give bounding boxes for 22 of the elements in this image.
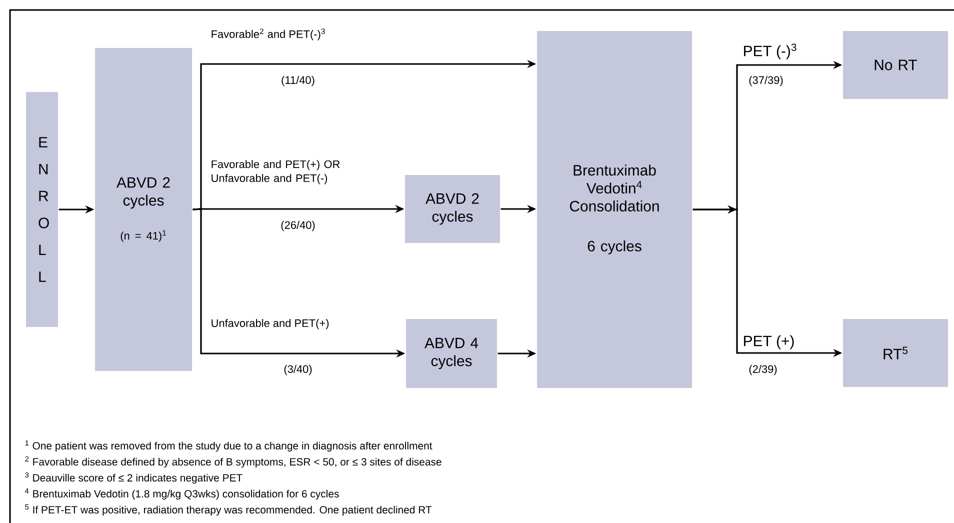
process-box: No RT [843, 31, 948, 99]
edge-label: PET (-)$^{3}$ [744, 44, 796, 60]
enroll-box: E N R O L L [26, 92, 58, 327]
footnote: $^{1}$ One patient was removed from the study due to a change in diagnosis after enrollment [25, 440, 432, 452]
count-label: (11/40) [282, 76, 314, 86]
count-label: (37/39) [749, 76, 783, 86]
footnote: $^{5}$ If PET-ET was positive, radiation therapy was recommended. One patient declined RT [25, 504, 432, 516]
footnote: $^{2}$ Favorable disease defined by absence of B symptoms, ESR < 50, or ≤ 3 sites of disease [25, 456, 442, 468]
footnote: $^{3}$ Deauville score of ≤ 2 indicates negative PET [25, 472, 242, 484]
count-label: (2/39) [749, 364, 777, 376]
edge-label: PET (+) [744, 335, 794, 350]
footnote: $^{4}$ Brentuximab Vedotin (1.8 mg/kg Q3wks) consolidation for 6 cycles [24, 488, 339, 500]
edge-label: Favorable and PET(+) OR Unfavorable and PET(-) [212, 160, 340, 184]
count-label: (26/40) [281, 220, 315, 232]
process-box: ABVD 2 cycles (n = 41)$^{1}$ [95, 48, 192, 371]
process-box: RT$^{5}$ [843, 319, 948, 387]
process-box: Brentuximab Vedotin$^{4}$ Consolidation 6 cycles [537, 31, 692, 388]
process-box: ABVD 4 cycles [406, 319, 497, 388]
edge-label: Unfavorable and PET(+) [212, 318, 329, 330]
process-box: ABVD 2 cycles [405, 175, 500, 243]
count-label: (3/40) [284, 364, 312, 376]
edge-label: Favorable$^{2}$ and PET(-)$^{3}$ [212, 28, 325, 40]
